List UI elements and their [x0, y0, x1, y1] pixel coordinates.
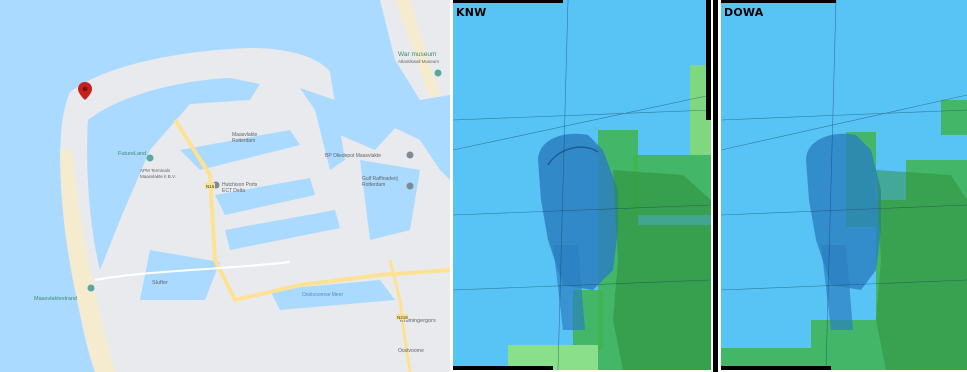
label-slufter: Slufter [152, 280, 168, 286]
poi-icon[interactable] [406, 151, 414, 159]
top-bar [721, 0, 836, 3]
knw-panel: KNW [453, 0, 711, 370]
label-hutchison: Hutchison Ports [222, 182, 258, 188]
land-cell [690, 65, 711, 155]
road-shield [396, 314, 408, 320]
label-maasvlakte: Maasvlakte [232, 132, 258, 138]
label-war-museum: War museum [398, 51, 436, 58]
bottom-bar [453, 366, 553, 370]
urban-texture [613, 170, 711, 370]
dowa-panel: DOWA [721, 0, 967, 370]
dune-strip [395, 0, 440, 98]
harbour-basin-5 [360, 160, 420, 240]
label-futureland: FutureLand [118, 151, 146, 157]
label-apm: APM Terminals [140, 168, 171, 173]
side-bar [706, 0, 711, 120]
label-bp: BP Oliedepot Maasvlakte [325, 153, 381, 159]
label-gulf-sub: Rotterdam [362, 182, 385, 188]
label-road-n218: N218 [397, 315, 408, 320]
label-oostvoorne: Oostvoorne [398, 348, 424, 354]
panel-label-knw: KNW [456, 6, 487, 19]
harbour-outline [547, 146, 599, 166]
label-war-museum-sub: Atlantikwall Museum [398, 59, 439, 64]
land-cell [721, 348, 811, 370]
bottom-bar [721, 366, 831, 370]
panel-label-dowa: DOWA [724, 6, 764, 19]
label-kruiningergors: Kruiningergors [400, 318, 436, 324]
oostvoornse-meer-water [270, 280, 395, 310]
harbour-basin-west [87, 78, 261, 270]
land-cell [508, 345, 598, 370]
dowa-raster [721, 0, 967, 370]
separator-bar [713, 0, 718, 372]
knw-raster [453, 0, 711, 370]
road-minor [94, 261, 291, 281]
beach [60, 150, 115, 372]
panel-separator [711, 0, 721, 372]
label-maasvlakte-sub: Rotterdam [232, 138, 255, 144]
label-apm-sub: Maasvlakte II B.V. [140, 174, 176, 179]
map-canvas: War museum Atlantikwall Museum FutureLan… [0, 0, 450, 372]
location-marker-icon[interactable] [78, 82, 92, 100]
grid-lines [453, 0, 711, 370]
urban-texture [876, 170, 967, 370]
slufter-lake [140, 250, 220, 300]
label-oostvoornse-meer: Oostvoornse Meer [302, 292, 343, 298]
road-n15 [173, 118, 450, 303]
poi-icon[interactable] [406, 182, 414, 190]
label-road-n15: N15 [206, 184, 215, 189]
poi-icon[interactable] [87, 284, 95, 292]
harbour-basin-1 [180, 130, 300, 170]
top-bar [453, 0, 563, 3]
poi-icon[interactable] [146, 154, 154, 162]
port-map[interactable]: War museum Atlantikwall Museum FutureLan… [0, 0, 450, 372]
label-hutchison-sub: ECT Delta [222, 188, 245, 194]
road-shield [205, 183, 215, 189]
harbour-basin-2 [215, 178, 315, 215]
label-maasvlaktestrand: Maasvlaktestrand [34, 296, 77, 302]
label-gulf: Gulf Raffinaderij [362, 176, 398, 182]
grid-lines [721, 0, 967, 370]
harbour-basin-4 [300, 88, 345, 170]
land-cell [941, 100, 967, 135]
harbour-basin-3 [225, 210, 340, 250]
poi-icon[interactable] [434, 69, 442, 77]
